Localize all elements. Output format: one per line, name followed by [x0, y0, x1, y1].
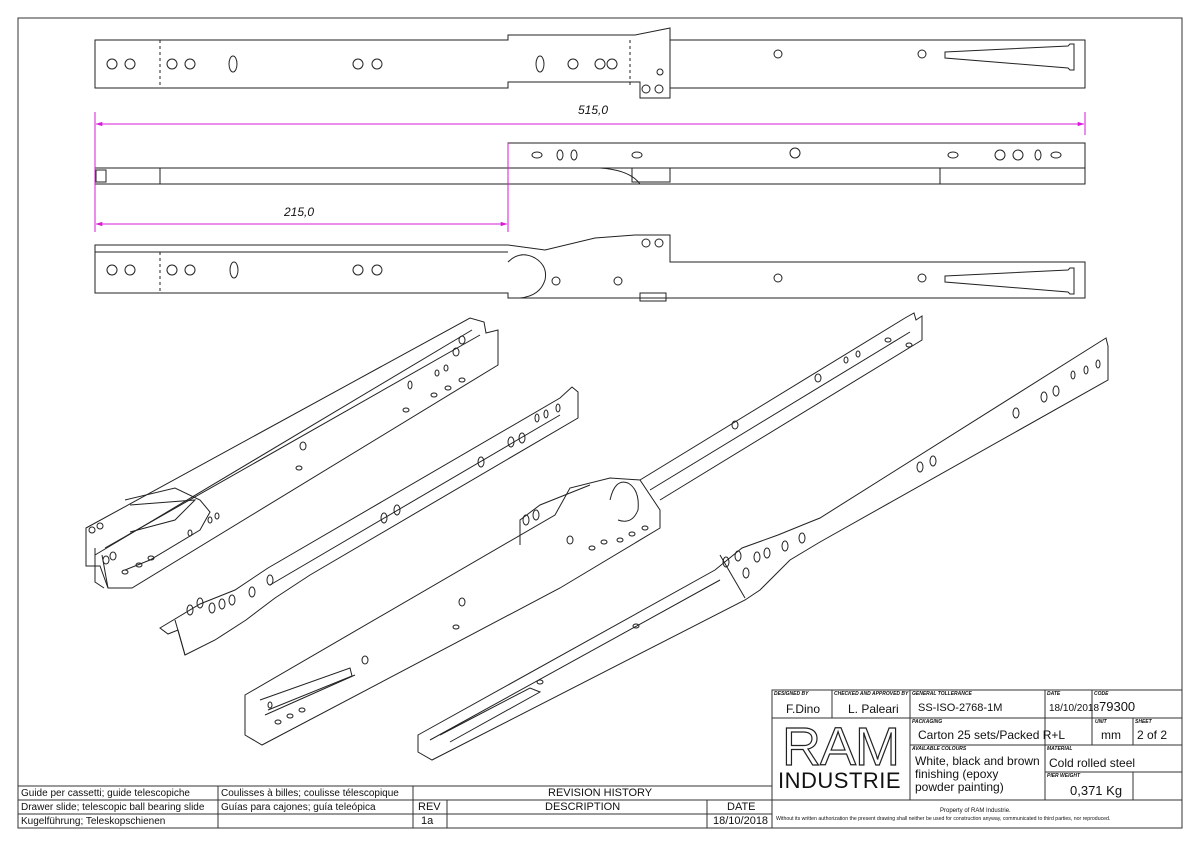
unit-value: mm — [1101, 728, 1121, 742]
packaging-label: PACKAGING — [912, 719, 943, 725]
tolerance-label: GENERAL TOLLERANCE — [912, 691, 972, 697]
dimension-partial: 215,0 — [284, 205, 315, 219]
desc-fr: Coulisses à billes; coulisse télescopiqu… — [221, 788, 399, 799]
date-value: 18/10/2018 — [1049, 703, 1100, 714]
tolerance-value: SS-ISO-2768-1M — [918, 702, 1003, 714]
sheet-label: SHEET — [1135, 719, 1152, 725]
date-label: DATE — [1047, 691, 1061, 697]
revision-history-title: REVISION HISTORY — [548, 787, 653, 799]
desc-en: Drawer slide; telescopic ball bearing sl… — [21, 802, 205, 813]
checked-by-label: CHECKED AND APPROVED BY — [834, 691, 909, 697]
material-label: MATERIAL — [1047, 746, 1073, 752]
revision-row-date: 18/10/2018 — [713, 815, 769, 827]
packaging-value: Carton 25 sets/Packed R+L — [918, 728, 1066, 742]
slide-bottom-view — [94, 234, 1086, 302]
checked-by-value: L. Paleari — [848, 702, 899, 716]
sheet-value: 2 of 2 — [1137, 728, 1168, 742]
designed-by-label: DESIGNED BY — [774, 691, 809, 697]
property-note: Property of RAM Industrie. — [940, 808, 1011, 814]
slide-top-view — [94, 27, 1086, 99]
iso-view-inner-member — [159, 386, 579, 656]
colours-label: AVAILABLE COLOURS — [912, 746, 967, 752]
dimension-lines — [94, 112, 1086, 232]
weight-label: PIER WEIGHT — [1047, 773, 1081, 779]
revision-col-rev: REV — [418, 801, 441, 813]
desc-es: Guías para cajones; guía teleópica — [221, 802, 376, 813]
iso-view-extended-member — [417, 337, 1109, 761]
revision-row-rev: 1a — [421, 815, 434, 827]
colours-line-2: finishing (epoxy — [915, 767, 999, 781]
title-block-grid — [771, 689, 1183, 829]
revision-col-desc: DESCRIPTION — [545, 801, 621, 813]
colours-line-1: White, black and brown — [915, 754, 1040, 768]
revision-table-grid — [17, 785, 773, 829]
unit-label: UNIT — [1095, 719, 1107, 725]
revision-col-date: DATE — [727, 801, 756, 813]
iso-view-closed-outer — [85, 317, 499, 589]
desc-de: Kugelführung; Teleskopschienen — [21, 816, 166, 827]
material-value: Cold rolled steel — [1049, 756, 1136, 770]
desc-it: Guide per cassetti; guide telescopiche — [21, 788, 190, 799]
code-value: 79300 — [1099, 699, 1136, 714]
iso-view-extended-slide — [244, 312, 923, 746]
slide-side-view — [94, 142, 1086, 185]
designed-by-value: F.Dino — [786, 702, 821, 716]
colours-line-3: powder painting) — [915, 780, 1004, 794]
sheet-frame — [17, 17, 1183, 829]
code-label: CODE — [1094, 691, 1109, 697]
dimension-overall: 515,0 — [578, 103, 609, 117]
company-logo-industrie: INDUSTRIE — [778, 768, 902, 793]
weight-value: 0,371 Kg — [1070, 783, 1123, 798]
disclaimer-note: Without its written authorization the pr… — [776, 816, 1111, 822]
company-logo-ram: RAM — [781, 717, 900, 777]
